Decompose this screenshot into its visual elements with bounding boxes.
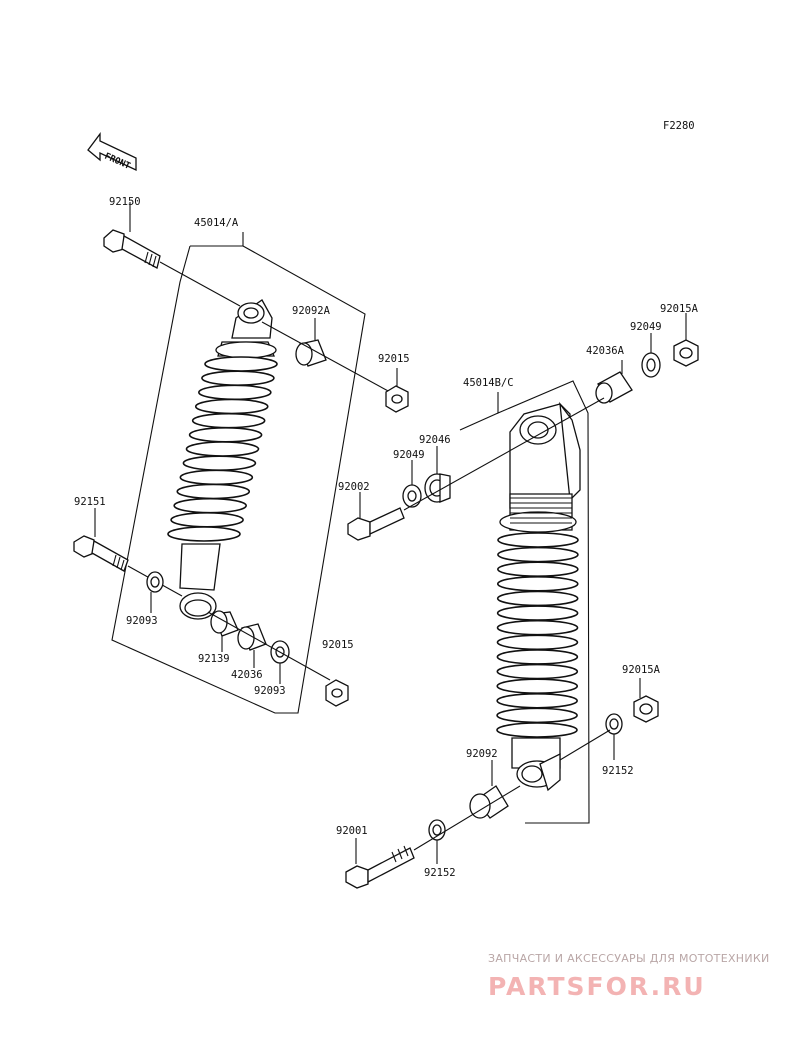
- watermark-tagline: ЗАПЧАСТИ И АКСЕССУАРЫ ДЛЯ МОТОТЕХНИКИ: [488, 952, 770, 965]
- bearing-92046: [424, 446, 451, 503]
- label-42036: 42036: [231, 669, 263, 681]
- bracket-45014a: [190, 232, 244, 247]
- label-92152-lower: 92152: [424, 867, 456, 879]
- spacer-92092a: [295, 318, 327, 367]
- nut-92015-upper: [385, 368, 409, 413]
- spacer-92092: [469, 760, 509, 819]
- label-92015a-top: 92015A: [660, 303, 699, 315]
- label-92049-mid: 92049: [393, 449, 425, 461]
- label-92093-lower: 92093: [254, 685, 286, 697]
- frame-45014bc-diag: [459, 412, 499, 431]
- bolt-92001: [345, 785, 521, 889]
- label-92093-left: 92093: [126, 615, 158, 627]
- bolt-92150: [103, 202, 241, 307]
- label-45014bc: 45014B/C: [463, 377, 514, 389]
- washer-92152-right: [605, 713, 623, 760]
- washer-92093-lower: [270, 640, 290, 684]
- bushing-92139: [210, 610, 239, 652]
- label-45014a: 45014/A: [194, 217, 239, 229]
- washer-92049-mid: [402, 460, 422, 508]
- washer-92049-top: [641, 333, 661, 378]
- label-92046: 92046: [419, 434, 451, 446]
- label-92001: 92001: [336, 825, 368, 837]
- bolt-92002: [347, 397, 605, 541]
- collar-42036: [237, 623, 267, 668]
- washer-92093-left: [146, 571, 164, 613]
- frame-45014bc: [497, 380, 590, 824]
- label-92139: 92139: [198, 653, 230, 665]
- label-92015-lower: 92015: [322, 639, 354, 651]
- label-92002: 92002: [338, 481, 370, 493]
- label-92015-upper: 92015: [378, 353, 410, 365]
- diagram-code: F2280: [663, 120, 695, 132]
- washer-92152-lower: [428, 819, 446, 864]
- bolt-92151: [73, 508, 183, 597]
- label-42036a: 42036A: [586, 345, 625, 357]
- shock-absorber-left: [179, 299, 277, 620]
- label-92150: 92150: [109, 196, 141, 208]
- frame-45014a: [111, 245, 366, 714]
- label-92015a-lower: 92015A: [622, 664, 661, 676]
- watermark-brand: PARTSFOR.RU: [488, 972, 706, 1001]
- nut-92015a-lower: [633, 678, 659, 723]
- label-92152-right: 92152: [602, 765, 634, 777]
- collar-42036a: [595, 360, 633, 404]
- label-92151: 92151: [74, 496, 106, 508]
- nut-92015a-top: [673, 313, 699, 367]
- nut-92015-lower: [325, 679, 349, 707]
- shock-ribs-right: [510, 497, 572, 524]
- front-arrow-icon: FRONT: [87, 132, 137, 172]
- label-92049-top: 92049: [630, 321, 662, 333]
- coil-spring-right: [496, 532, 579, 738]
- label-92092: 92092: [466, 748, 498, 760]
- coil-spring-left: [167, 356, 278, 542]
- label-92092a: 92092A: [292, 305, 331, 317]
